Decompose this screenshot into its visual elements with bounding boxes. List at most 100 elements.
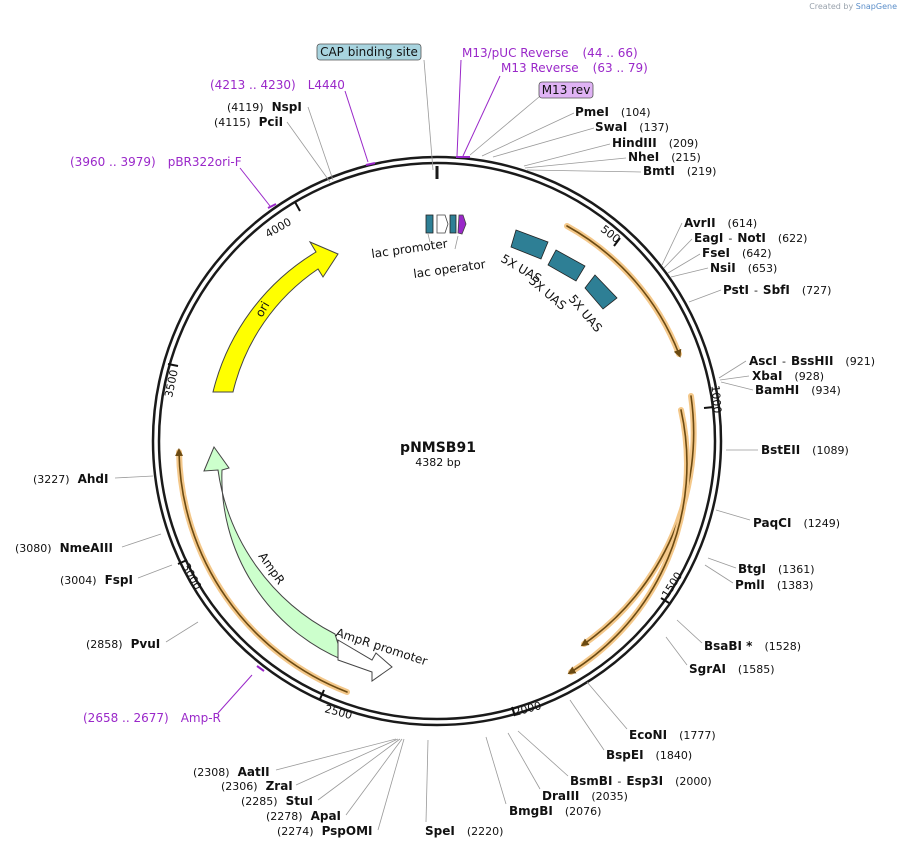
svg-text:BmgBI(2076): BmgBI(2076)	[509, 804, 601, 818]
primer-name: M13 Reverse(63 .. 79)	[501, 61, 648, 75]
svg-text:SgrAI(1585): SgrAI(1585)	[689, 662, 774, 676]
svg-text:(3004)FspI: (3004)FspI	[60, 573, 133, 587]
svg-text:(3227)AhdI: (3227)AhdI	[33, 472, 108, 486]
tick-label-3500: 3500	[162, 369, 181, 399]
orf-arcs	[175, 223, 697, 695]
lac-region: lac promoter lac operator	[370, 214, 486, 281]
tick-label-2000: 2000	[512, 699, 542, 719]
svg-text:(4115)PciI: (4115)PciI	[214, 115, 283, 129]
enzyme-ahdi: (3227)AhdI	[33, 472, 154, 486]
enzyme-eagi-noti: EagI-NotI(622)	[663, 231, 807, 269]
svg-text:BsmBI-Esp3I(2000): BsmBI-Esp3I(2000)	[570, 774, 712, 788]
enzyme-pmei: PmeI(104)	[481, 105, 651, 157]
svg-text:PaqCI(1249): PaqCI(1249)	[753, 516, 840, 530]
tick-500: 500	[598, 223, 623, 247]
enzyme-asci-bsshii: AscI-BssHII(921)	[718, 354, 875, 379]
svg-text:DraIII(2035): DraIII(2035)	[542, 789, 628, 803]
svg-text:(2278)ApaI: (2278)ApaI	[266, 809, 341, 823]
svg-text:BstEII(1089): BstEII(1089)	[761, 443, 849, 457]
enzyme-nmeaiii: (3080)NmeAIII	[15, 533, 162, 555]
tick-label-1000: 1000	[708, 385, 723, 414]
enzyme-draiii: DraIII(2035)	[507, 732, 628, 803]
svg-text:PmeI(104): PmeI(104)	[575, 105, 651, 119]
svg-text:PstI-SbfI(727): PstI-SbfI(727)	[723, 283, 831, 297]
enzyme-labels: PmeI(104) SwaI(137) HindIII(209) NheI(21…	[15, 100, 875, 838]
enzyme-bmgbi: BmgBI(2076)	[485, 736, 601, 818]
lac-operator-label: lac operator	[412, 257, 486, 281]
enzyme-sgrai: SgrAI(1585)	[665, 636, 774, 676]
ori-label: ori	[252, 299, 272, 320]
svg-text:BmtI(219): BmtI(219)	[643, 164, 716, 178]
primer-name: (4213 .. 4230)L4440	[210, 78, 345, 92]
svg-text:FseI(642): FseI(642)	[702, 246, 772, 260]
svg-text:BamHI(934): BamHI(934)	[755, 383, 841, 397]
m13-rev-label: M13 rev	[542, 83, 591, 97]
tick-label-500: 500	[598, 223, 623, 246]
primer-m13-puc-reverse: M13/pUC Reverse(44 .. 66)	[456, 46, 638, 157]
svg-text:PmlI(1383): PmlI(1383)	[735, 578, 813, 592]
uas-label-2: 5X UAS	[526, 274, 569, 313]
primer-m13-reverse: M13 Reverse(63 .. 79)	[462, 61, 648, 157]
svg-text:BspEI(1840): BspEI(1840)	[606, 748, 692, 762]
svg-text:AvrII(614): AvrII(614)	[684, 216, 757, 230]
enzyme-pcii: (4115)PciI	[214, 115, 331, 183]
enzyme-pspomi: (2274)PspOMI	[277, 738, 405, 838]
ampr-feature: AmpR AmpR promoter	[203, 445, 429, 682]
enzyme-fspi: (3004)FspI	[60, 564, 173, 587]
enzyme-apai: (2278)ApaI	[266, 738, 403, 823]
enzyme-zrai: (2306)ZraI	[221, 738, 399, 793]
enzyme-nsii: NsiI(653)	[670, 261, 777, 278]
enzyme-swai: SwaI(137)	[492, 120, 669, 158]
credit-brand: SnapGene	[855, 2, 897, 11]
tick-3500: 3500	[162, 363, 181, 399]
enzyme-aatii: (2308)AatII	[193, 738, 397, 779]
tick-2000: 2000	[511, 699, 543, 719]
svg-text:HindIII(209): HindIII(209)	[612, 136, 698, 150]
plasmid-name: pNMSB91	[400, 440, 476, 456]
enzyme-xbai: XbaI(928)	[719, 369, 824, 383]
cap-binding-site: CAP binding site	[316, 43, 434, 171]
primer-l4440: (4213 .. 4230)L4440	[210, 78, 369, 163]
plasmid-center: pNMSB91 4382 bp	[400, 440, 476, 469]
enzyme-fsei: FseI(642)	[667, 246, 772, 274]
svg-text:BsaBI *(1528): BsaBI *(1528)	[704, 639, 801, 653]
primer-labels: M13/pUC Reverse(44 .. 66) M13 Reverse(63…	[70, 46, 648, 725]
enzyme-nhei: NheI(215)	[524, 150, 701, 169]
tick-1000: 1000	[703, 385, 724, 414]
svg-text:SwaI(137): SwaI(137)	[595, 120, 669, 134]
enzyme-btgi: BtgI(1361)	[707, 557, 815, 576]
svg-text:SpeI(2220): SpeI(2220)	[425, 824, 503, 838]
tick-label-3000: 3000	[179, 561, 204, 592]
enzyme-bsmbi-esp3i: BsmBI-Esp3I(2000)	[517, 730, 712, 788]
svg-text:(2308)AatII: (2308)AatII	[193, 765, 270, 779]
svg-text:EagI-NotI(622): EagI-NotI(622)	[694, 231, 807, 245]
enzyme-psti-sbfi: PstI-SbfI(727)	[688, 283, 831, 303]
enzyme-bspei: BspEI(1840)	[569, 699, 692, 762]
svg-text:AscI-BssHII(921): AscI-BssHII(921)	[749, 354, 875, 368]
lac-promoter-label: lac promoter	[370, 236, 448, 261]
enzyme-bsteii: BstEII(1089)	[726, 443, 849, 457]
svg-text:BtgI(1361): BtgI(1361)	[738, 562, 815, 576]
snapgene-credit: Created by SnapGene	[809, 2, 897, 11]
primer-pbr322ori-f: (3960 .. 3979)pBR322ori-F	[70, 155, 271, 207]
svg-text:(2306)ZraI: (2306)ZraI	[221, 779, 293, 793]
enzyme-paqci: PaqCI(1249)	[715, 509, 840, 530]
svg-text:XbaI(928): XbaI(928)	[752, 369, 824, 383]
enzyme-stui: (2285)StuI	[241, 738, 401, 808]
primer-name: (2658 .. 2677)Amp-R	[83, 711, 221, 725]
enzyme-bamhi: BamHI(934)	[720, 381, 841, 397]
enzyme-pmli: PmlI(1383)	[704, 564, 813, 592]
backbone	[151, 155, 723, 727]
primer-amp-r: (2658 .. 2677)Amp-R	[83, 674, 253, 725]
svg-text:NsiI(653): NsiI(653)	[710, 261, 777, 275]
enzyme-bsabi: BsaBI *(1528)	[676, 619, 801, 653]
credit-prefix: Created by	[809, 2, 854, 11]
svg-text:(2858)PvuI: (2858)PvuI	[86, 637, 160, 651]
svg-text:(2285)StuI: (2285)StuI	[241, 794, 313, 808]
enzyme-avrii: AvrII(614)	[661, 216, 757, 266]
enzyme-spei: SpeI(2220)	[425, 739, 503, 838]
ori-feature: ori	[212, 240, 339, 393]
svg-text:(2274)PspOMI: (2274)PspOMI	[277, 824, 373, 838]
plasmid-length: 4382 bp	[415, 456, 460, 469]
